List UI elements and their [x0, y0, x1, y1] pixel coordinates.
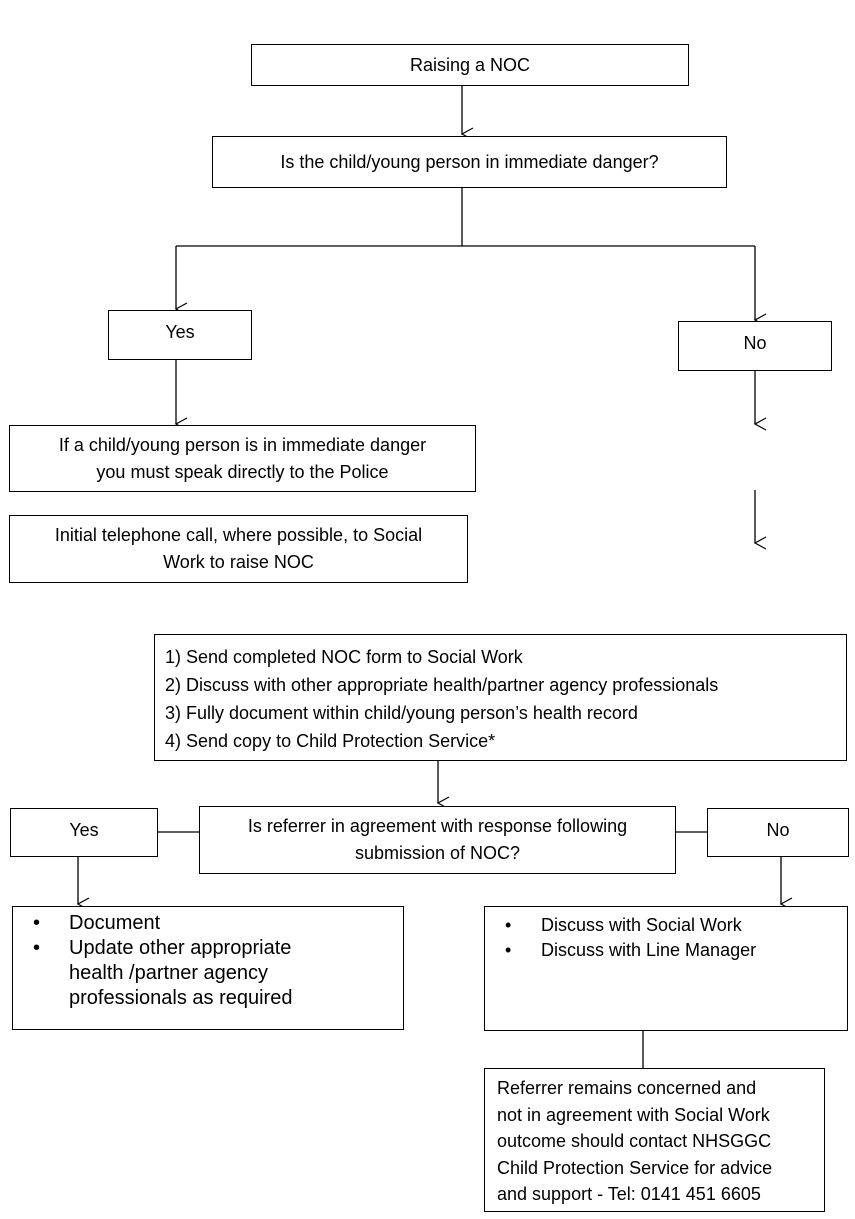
police-line-1: If a child/young person is in immediate …: [58, 434, 427, 455]
final-line-3: outcome should contact NHSGGC: [497, 1131, 772, 1151]
no-actions-box: Discuss with Social Work Discuss with Li…: [484, 906, 848, 1031]
initial-call-box: Initial telephone call, where possible, …: [9, 515, 468, 583]
step-3: 3) Fully document within child/young per…: [165, 703, 638, 723]
yes-action-update: Update other appropriate health /partner…: [13, 936, 329, 1011]
final-line-2: not in agreement with Social Work: [497, 1104, 770, 1125]
start-box: Raising a NOC: [251, 44, 689, 86]
final-line-4: Child Protection Service for advice: [497, 1157, 773, 1178]
no-box-2: No: [707, 808, 849, 857]
no-label-2: No: [766, 820, 790, 840]
yes-box-1: Yes: [108, 310, 252, 360]
danger-question-label: Is the child/young person in immediate d…: [280, 151, 659, 172]
initial-call-line-2: Work to raise NOC: [163, 552, 314, 572]
step-1: 1) Send completed NOC form to Social Wor…: [165, 647, 523, 667]
no-box-1: No: [678, 321, 832, 371]
final-line-1: Referrer remains concerned and: [497, 1078, 757, 1098]
step-4: 4) Send copy to Child Protection Service…: [165, 731, 496, 751]
no-action-social-work: Discuss with Social Work: [485, 913, 847, 938]
start-label: Raising a NOC: [409, 54, 531, 75]
yes-label-1: Yes: [165, 322, 195, 342]
yes-box-2: Yes: [10, 808, 158, 857]
yes-action-document: Document: [13, 911, 403, 936]
police-box: If a child/young person is in immediate …: [9, 425, 476, 492]
no-label-1: No: [743, 333, 767, 353]
yes-actions-box: Document Update other appropriate health…: [12, 906, 404, 1030]
final-line-5: and support - Tel: 0141 451 6605: [497, 1184, 761, 1204]
agreement-line-2: submission of NOC?: [354, 843, 521, 863]
steps-box: 1) Send completed NOC form to Social Wor…: [154, 634, 847, 761]
agreement-line-1: Is referrer in agreement with response f…: [247, 816, 628, 836]
danger-question-box: Is the child/young person in immediate d…: [212, 136, 727, 188]
agreement-question-box: Is referrer in agreement with response f…: [199, 806, 676, 874]
yes-label-2: Yes: [69, 820, 99, 840]
no-action-line-manager: Discuss with Line Manager: [485, 938, 847, 963]
final-advice-box: Referrer remains concerned and not in ag…: [484, 1068, 825, 1212]
initial-call-line-1: Initial telephone call, where possible, …: [54, 525, 423, 545]
step-2: 2) Discuss with other appropriate health…: [165, 675, 719, 695]
police-line-2: you must speak directly to the Police: [96, 461, 389, 482]
